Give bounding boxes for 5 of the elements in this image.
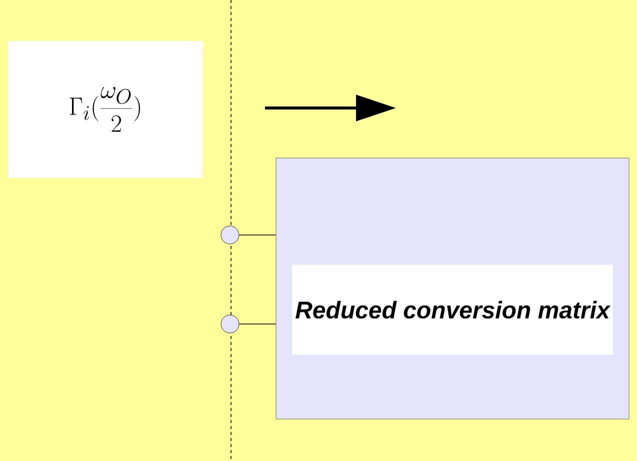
connector-line [238,234,276,236]
formula-box: $\Gamma_{i}(\frac{\omega_{O}}{2})$ [8,41,203,178]
port-circle [220,226,240,244]
matrix-box: Reduced conversion matrix [276,158,630,420]
port-circle [220,314,240,334]
